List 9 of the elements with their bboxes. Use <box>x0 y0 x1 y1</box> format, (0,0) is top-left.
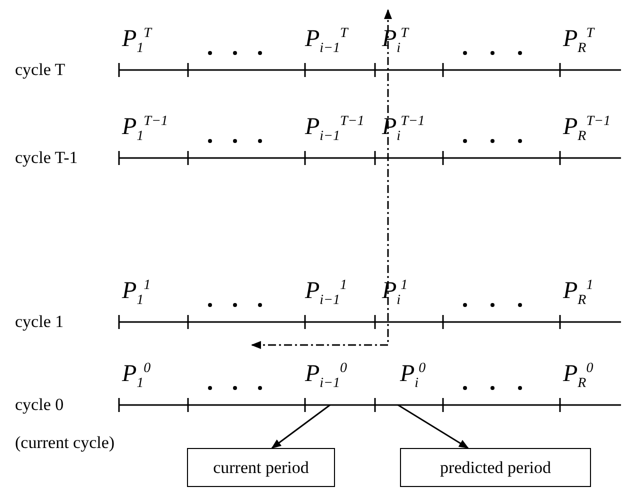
period-box: predicted period <box>400 448 591 487</box>
leader-arrow <box>398 404 469 449</box>
cycle-label: cycle 0 <box>15 395 64 415</box>
period-box: current period <box>187 448 335 487</box>
cycle-label: cycle 1 <box>15 312 64 332</box>
cycle-label: cycle T <box>15 60 66 80</box>
leader-arrow <box>271 404 330 449</box>
cycle-note: (current cycle) <box>15 433 115 453</box>
cycle-label: cycle T-1 <box>15 148 78 168</box>
